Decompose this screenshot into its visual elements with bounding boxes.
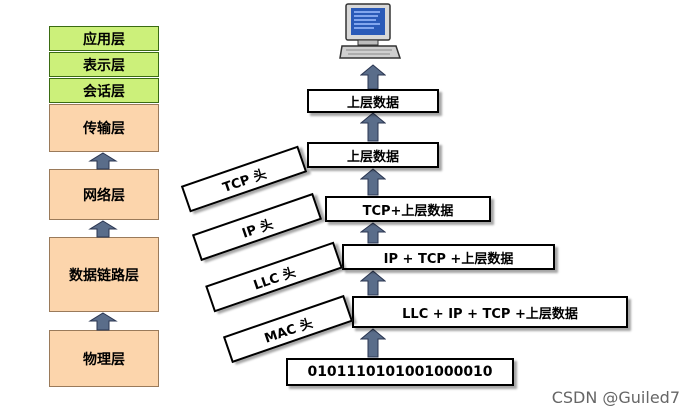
layer-presentation: 表示层: [49, 52, 159, 77]
up-arrow-icon: [360, 222, 386, 244]
layer-label: 物理层: [83, 351, 125, 368]
bits-label: 0101110101001000010: [307, 364, 493, 380]
layer-physical: 物理层: [49, 330, 159, 387]
watermark: CSDN @Guiled7: [551, 388, 680, 407]
header-label: IP 头: [240, 216, 276, 242]
layer-label: 网络层: [83, 187, 125, 204]
data-label: IP + TCP +上层数据: [383, 251, 514, 267]
layer-transport: 传输层: [49, 104, 159, 152]
data-transport: 上层数据: [307, 142, 439, 168]
layer-label: 会话层: [83, 83, 125, 100]
header-label: LLC 头: [251, 264, 298, 294]
up-arrow-icon: [360, 168, 386, 196]
up-arrow-icon: [360, 64, 386, 90]
data-label: LLC + IP + TCP +上层数据: [402, 306, 578, 322]
layer-datalink: 数据链路层: [49, 237, 159, 312]
layer-application: 应用层: [49, 26, 159, 51]
header-label: MAC 头: [262, 315, 315, 347]
data-mac: LLC + IP + TCP +上层数据: [352, 296, 628, 328]
up-arrow-icon: [360, 270, 386, 296]
data-bits: 0101110101001000010: [286, 358, 514, 386]
up-arrow-icon: [360, 112, 386, 142]
header-label: TCP 头: [220, 166, 269, 196]
layer-network: 网络层: [49, 169, 159, 220]
up-arrow-icon: [360, 328, 386, 358]
up-arrow-icon: [88, 220, 118, 238]
data-label: 上层数据: [346, 95, 399, 111]
data-top: 上层数据: [307, 89, 439, 113]
data-llc: IP + TCP +上层数据: [342, 244, 555, 270]
layer-label: 表示层: [83, 57, 125, 74]
layer-label: 传输层: [83, 121, 125, 137]
layer-label: 应用层: [83, 31, 125, 48]
data-label: 上层数据: [346, 149, 399, 165]
up-arrow-icon: [88, 312, 118, 331]
data-label: TCP+上层数据: [362, 203, 454, 219]
up-arrow-icon: [88, 152, 118, 170]
header-mac: MAC 头: [222, 294, 354, 364]
computer-icon: [339, 3, 402, 59]
layer-session: 会话层: [49, 78, 159, 103]
layer-label: 数据链路层: [69, 267, 139, 284]
data-network: TCP+上层数据: [325, 196, 491, 222]
